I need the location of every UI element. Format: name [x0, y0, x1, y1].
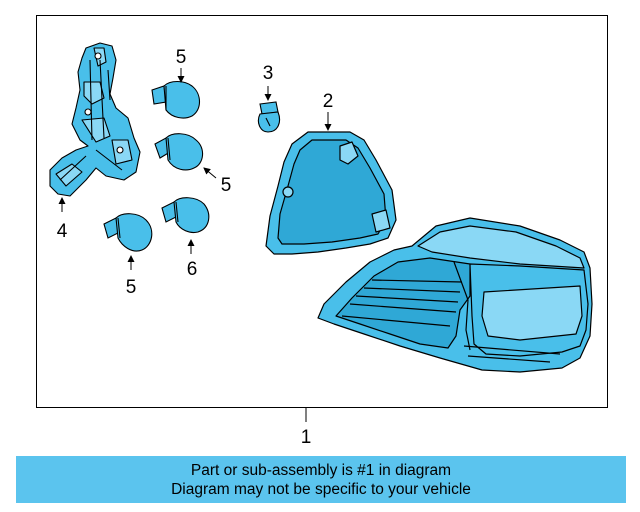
footer-banner: Part or sub-assembly is #1 in diagram Di…: [16, 456, 626, 503]
callout-6: 6: [186, 259, 198, 280]
callout-5-top: 5: [175, 47, 187, 68]
callout-2: 2: [322, 91, 334, 112]
leader-5b: [203, 167, 217, 179]
footer-line-1: Part or sub-assembly is #1 in diagram: [190, 462, 452, 479]
leader-lines: [58, 68, 332, 422]
callout-3: 3: [262, 63, 274, 84]
callout-1: 1: [300, 427, 312, 448]
callout-5-middle: 5: [220, 175, 232, 196]
bulb-middle[interactable]: [154, 133, 204, 171]
bulb-top[interactable]: [151, 80, 201, 119]
tail-lamp-assembly-part[interactable]: [317, 217, 593, 373]
lamp-gasket-part[interactable]: [265, 131, 397, 255]
bulb-socket-harness-part[interactable]: [49, 42, 141, 197]
footer-line-2: Diagram may not be specific to your vehi…: [171, 481, 471, 498]
wedge-bulb-part[interactable]: [257, 101, 281, 133]
bulb-bottom[interactable]: [103, 213, 153, 252]
callout-4: 4: [56, 221, 68, 242]
callout-5-bottom: 5: [125, 277, 137, 298]
bulb-six[interactable]: [161, 197, 210, 234]
